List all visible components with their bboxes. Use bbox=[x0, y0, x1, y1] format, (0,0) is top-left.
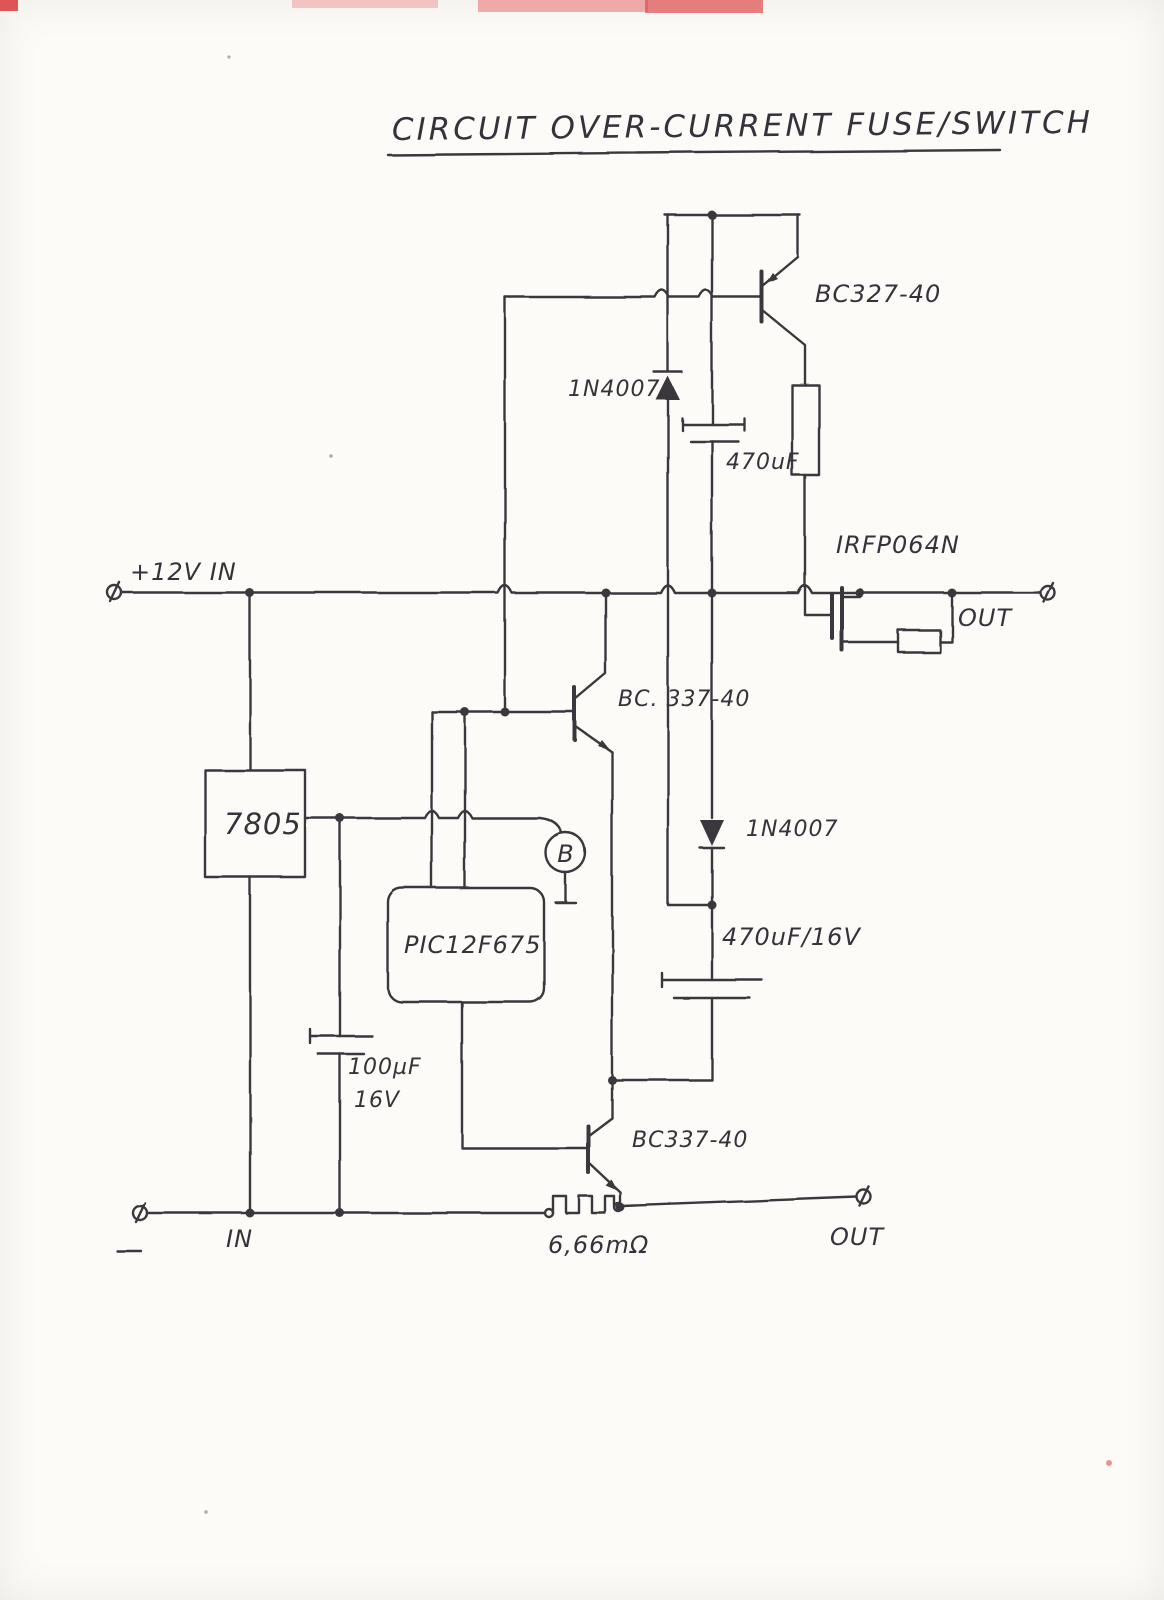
terminal-bottom-right bbox=[855, 1185, 873, 1208]
transistor-bottom-label: BC337-40 bbox=[632, 1128, 748, 1153]
capacitor-top-label: 470uF bbox=[726, 450, 800, 475]
transistor-top-label: BC327-40 bbox=[815, 280, 941, 308]
red-scan-smudge bbox=[478, 0, 648, 12]
diode-top-label: 1N4007 bbox=[568, 377, 660, 402]
mosfet-symbol bbox=[830, 586, 954, 654]
diode-mid-symbol bbox=[698, 820, 726, 850]
transistor-top-base-wire bbox=[503, 288, 764, 299]
shunt-resistor-symbol bbox=[543, 1194, 624, 1219]
bottom-in-label: IN bbox=[226, 1225, 253, 1253]
shunt-resistor-label: 6,66mΩ bbox=[548, 1231, 649, 1259]
scan-artifacts bbox=[0, 0, 1112, 1514]
capacitor-mid-symbol bbox=[660, 971, 764, 1000]
labels-layer: CIRCUIT OVER-CURRENT FUSE/SWITCH +12V IN… bbox=[130, 105, 1093, 1259]
diode-top-branch-wire bbox=[666, 213, 714, 907]
pencil-speck bbox=[204, 1510, 208, 1514]
wiring-layer bbox=[106, 148, 1057, 1254]
pencil-speck bbox=[227, 55, 231, 59]
junction-dots bbox=[245, 210, 957, 1218]
transistor-bottom-symbol bbox=[586, 1116, 622, 1209]
transistor-mid-symbol bbox=[430, 593, 614, 754]
regulator-label: 7805 bbox=[224, 807, 302, 841]
top-out-label: OUT bbox=[958, 604, 1013, 632]
page-title: CIRCUIT OVER-CURRENT FUSE/SWITCH bbox=[392, 105, 1093, 148]
pencil-speck bbox=[329, 454, 333, 458]
red-speck bbox=[1106, 1460, 1112, 1466]
center-branch-wire bbox=[610, 213, 714, 1082]
diode-mid-label: 1N4007 bbox=[746, 817, 838, 842]
transistor-top-symbol bbox=[503, 213, 807, 387]
regulator-output-wire bbox=[303, 809, 564, 835]
pic-pin-wire-3 bbox=[460, 1000, 590, 1150]
ground-rail-right-wire bbox=[620, 1195, 859, 1208]
red-scan-smudge bbox=[292, 0, 438, 8]
mosfet-label: IRFP064N bbox=[836, 531, 960, 559]
regulator-box bbox=[203, 768, 307, 879]
source-resistor-symbol bbox=[896, 628, 942, 654]
capacitor-left-symbol bbox=[308, 1027, 374, 1056]
terminal-top-left bbox=[106, 581, 124, 604]
transistor-mid-label: BC. 337-40 bbox=[618, 687, 750, 712]
diode-top-symbol bbox=[652, 370, 684, 400]
plus12v-rail-wire bbox=[120, 584, 1043, 595]
capacitor-top-symbol bbox=[680, 416, 746, 443]
terminal-bottom-left bbox=[116, 1201, 149, 1254]
red-scan-smudge bbox=[645, 0, 763, 13]
gate-wire bbox=[803, 473, 834, 617]
red-scan-smudge bbox=[0, 0, 18, 11]
terminal-top-right bbox=[1039, 581, 1057, 604]
capacitor-left-value-label: 100µF bbox=[348, 1055, 422, 1080]
node-b-symbol bbox=[544, 831, 588, 905]
title-underline bbox=[386, 148, 1002, 157]
capacitor-mid-label: 470uF/16V bbox=[722, 923, 861, 951]
capacitor-left-voltage-label: 16V bbox=[354, 1088, 401, 1113]
node-b-label: B bbox=[557, 840, 574, 868]
plus12v-in-label: +12V IN bbox=[130, 558, 237, 586]
microcontroller-label: PIC12F675 bbox=[404, 931, 541, 959]
bottom-out-label: OUT bbox=[830, 1223, 885, 1251]
